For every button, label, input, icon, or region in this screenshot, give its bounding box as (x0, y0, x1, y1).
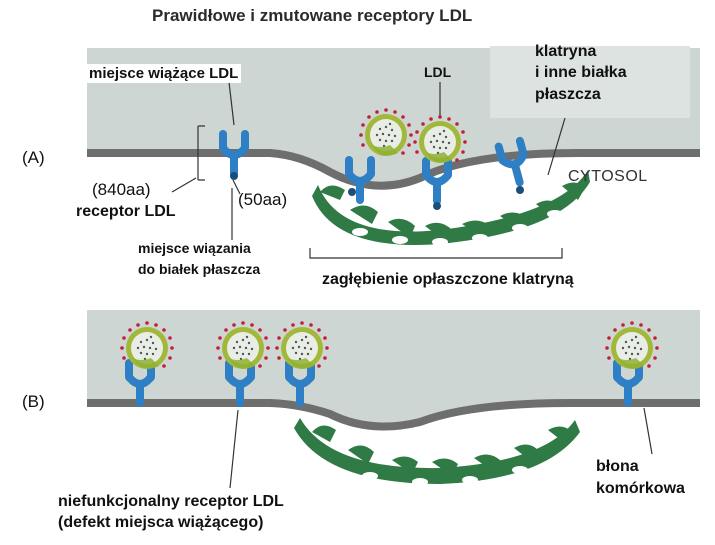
nonfunctional-receptor-label-line1: niefunkcjonalny receptor LDL (58, 493, 284, 510)
clathrin-label-line3: płaszcza (535, 86, 601, 103)
aa840-label: (840aa) (92, 180, 151, 199)
panel-b-clathrin-coat (294, 418, 580, 486)
ldl-label: LDL (424, 64, 452, 80)
membrane-label-line1: błona (596, 458, 639, 475)
panel-a-clathrin-coat (312, 170, 590, 246)
panel-b-leader-lines (229, 407, 653, 489)
panel-a-membrane (87, 149, 700, 190)
coat-site-label-line1: miejsce wiązania (138, 240, 251, 256)
panel-b-membrane (87, 399, 700, 431)
coat-site-label-line2: do białek płaszcza (138, 261, 261, 277)
panel-b-label: (B) (22, 392, 45, 411)
receptor-ldl-label: receptor LDL (76, 203, 176, 220)
nonfunctional-receptor-label-line2: (defekt miejsca wiążącego) (58, 514, 264, 531)
diagram-title: Prawidłowe i zmutowane receptory LDL (152, 6, 473, 25)
panel-a-leader-lines (171, 81, 566, 259)
panel-a-label: (A) (22, 148, 45, 167)
clathrin-label-line2: i inne białka (535, 64, 627, 81)
membrane-label-line2: komórkowa (596, 480, 685, 497)
aa50-label: (50aa) (238, 190, 288, 209)
clathrin-label-line1: klatryna (535, 43, 597, 60)
binding-site-label: miejsce wiążące LDL (86, 64, 242, 83)
cytosol-label: CYTOSOL (568, 168, 648, 185)
coated-pit-label: zagłębienie opłaszczone klatryną (322, 271, 574, 288)
clathrin-label-box (490, 46, 690, 118)
